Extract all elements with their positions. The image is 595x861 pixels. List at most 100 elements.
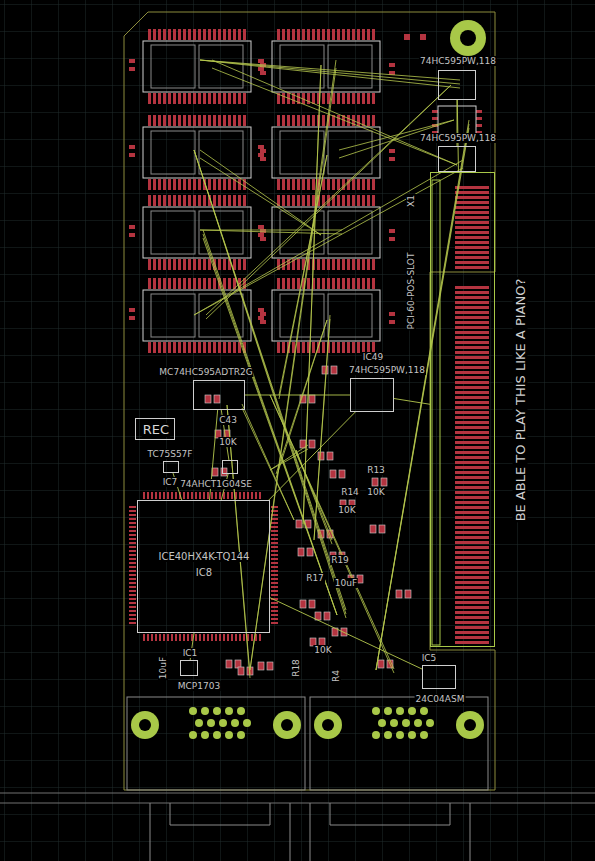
qfp-pad <box>271 622 278 624</box>
qfp-pad <box>271 506 278 508</box>
edge-pad <box>455 296 489 299</box>
smd-pad <box>476 124 482 127</box>
qfp-pad <box>129 506 136 508</box>
smd-pad <box>287 179 290 190</box>
smd-pad <box>342 93 345 104</box>
smd-pad <box>258 145 264 149</box>
qfp-pad <box>271 530 278 532</box>
silkscreen-label: IC8 <box>195 568 213 578</box>
edge-pad <box>455 471 489 474</box>
qfp-pad <box>227 634 229 641</box>
smd-pad <box>198 342 201 353</box>
component-footprint: TC75S57FIC7 <box>163 461 179 473</box>
smd-pad <box>260 149 266 153</box>
smd-pad <box>148 115 151 126</box>
pin <box>372 731 380 739</box>
smd-pad <box>357 259 360 270</box>
smd-pad <box>337 179 340 190</box>
qfp-pad <box>207 634 209 641</box>
pin <box>390 719 398 727</box>
mount-hole <box>139 719 151 731</box>
edge-pad <box>455 316 489 319</box>
qfp-pad <box>129 558 136 560</box>
silkscreen-label: ICE40HX4K-TQ144 <box>158 552 251 562</box>
edge-pad <box>455 521 489 524</box>
smd-pad <box>332 179 335 190</box>
smd-pad <box>183 278 186 289</box>
smd-pad <box>193 93 196 104</box>
qfp-pad <box>129 598 136 600</box>
passive-pad <box>267 662 273 670</box>
smd-pad <box>168 115 171 126</box>
smd-pad <box>193 179 196 190</box>
pin <box>237 731 245 739</box>
smd-pad <box>193 259 196 270</box>
smd-pad <box>173 115 176 126</box>
smd-pad <box>188 93 191 104</box>
edge-pad <box>455 546 489 549</box>
edge-pad <box>455 346 489 349</box>
qfp-pad <box>187 492 189 499</box>
qfp-pad <box>195 492 197 499</box>
edge-pad <box>455 461 489 464</box>
passive-pad <box>396 590 402 598</box>
smd-pad <box>322 342 325 353</box>
smd-pad <box>178 93 181 104</box>
edge-pad <box>455 261 489 264</box>
edge-pad <box>455 391 489 394</box>
qfp-pad <box>231 492 233 499</box>
edge-pad <box>455 601 489 604</box>
smd-pad <box>168 29 171 40</box>
slot-rail <box>432 180 440 645</box>
edge-pad <box>455 321 489 324</box>
qfp-pad <box>219 492 221 499</box>
smd-pad <box>317 278 320 289</box>
smd-pad <box>193 29 196 40</box>
qfp-pad <box>271 534 278 536</box>
smd-pad <box>228 29 231 40</box>
airwire <box>212 68 457 165</box>
airwire <box>276 320 327 474</box>
smd-pad <box>243 115 246 126</box>
airwire <box>194 168 463 315</box>
passive-pad <box>309 600 315 608</box>
smd-pad <box>312 179 315 190</box>
pin <box>189 707 197 715</box>
edge-pad <box>455 371 489 374</box>
edge-pad <box>455 636 489 639</box>
smd-pad <box>347 259 350 270</box>
smd-pad <box>233 342 236 353</box>
mount-hole <box>314 711 342 739</box>
smd-pad <box>317 259 320 270</box>
edge-pad <box>455 491 489 494</box>
smd-pad <box>178 179 181 190</box>
qfp-pad <box>129 566 136 568</box>
smd-pad <box>178 278 181 289</box>
smd-pad <box>277 29 280 40</box>
pin <box>207 719 215 727</box>
edge-pad <box>455 626 489 629</box>
airwire <box>279 155 327 395</box>
pin <box>189 731 197 739</box>
smd-pad <box>183 179 186 190</box>
pin <box>378 719 386 727</box>
smd-pad <box>389 149 395 153</box>
smd-pad <box>322 278 325 289</box>
qfp-pad <box>129 570 136 572</box>
smd-pad <box>372 115 375 126</box>
smd-pad <box>223 29 226 40</box>
smd-pad <box>238 179 241 190</box>
smd-pad <box>129 308 135 312</box>
smd-pad <box>163 29 166 40</box>
silkscreen-label: 10K <box>313 645 332 655</box>
airwire <box>279 155 327 399</box>
smd-pad <box>178 195 181 206</box>
qfp-pad <box>171 634 173 641</box>
smd-pad <box>213 195 216 206</box>
smd-pad <box>337 29 340 40</box>
passive-pad <box>296 520 302 528</box>
smd-pad <box>389 312 395 316</box>
chip-body <box>143 207 251 258</box>
qfp-pad <box>129 522 136 524</box>
smd-pad <box>420 34 426 40</box>
